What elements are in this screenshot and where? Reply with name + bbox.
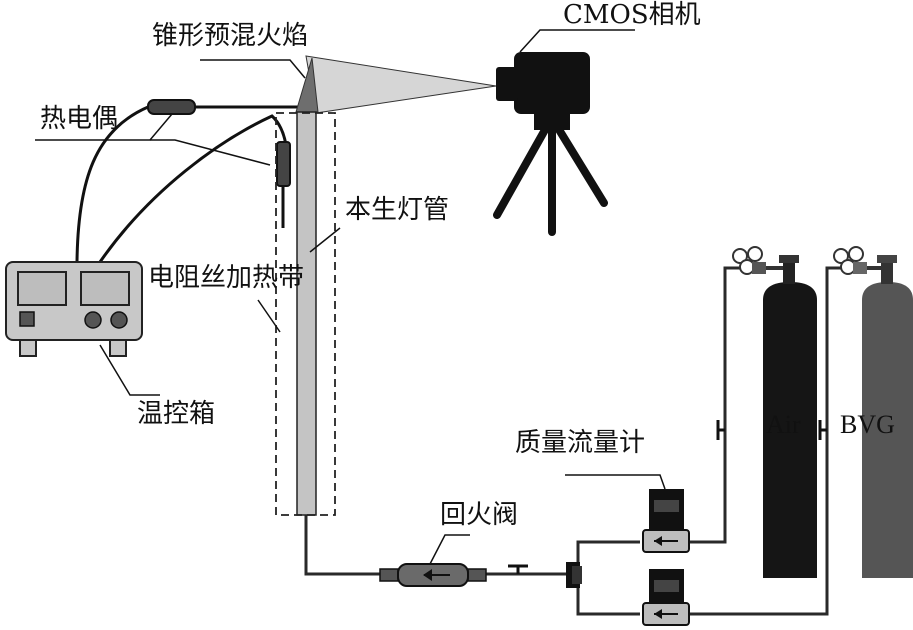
burner-tube-label: 本生灯管 bbox=[345, 195, 449, 225]
thermocouple-probe bbox=[276, 141, 291, 187]
tripod-head bbox=[534, 112, 570, 130]
thermocouple-label: 热电偶 bbox=[40, 104, 118, 134]
flame-label: 锥形预混火焰 bbox=[152, 21, 308, 51]
thermocouple-wires bbox=[75, 105, 300, 263]
air-line-valve bbox=[716, 420, 725, 440]
thermocouple-junction bbox=[147, 99, 196, 115]
camera-view-cone bbox=[305, 55, 497, 114]
temp-control-box bbox=[5, 261, 143, 357]
manifold-block-inner bbox=[572, 566, 582, 584]
knob-left bbox=[84, 311, 102, 329]
camera-tripod bbox=[493, 124, 608, 236]
mass-flow-controller-1 bbox=[642, 489, 690, 553]
display-right bbox=[80, 271, 130, 306]
heating-tape-label: 电阻丝加热带 bbox=[148, 263, 304, 293]
needle-valve bbox=[508, 564, 528, 574]
bvg-cylinder bbox=[833, 246, 913, 578]
camera-body bbox=[514, 52, 590, 114]
flashback-check-valve bbox=[379, 563, 487, 587]
bvg-line-valve bbox=[818, 420, 827, 440]
air-cylinder bbox=[732, 246, 817, 578]
leader-lines bbox=[35, 29, 666, 565]
bvg-label: BVG bbox=[840, 410, 895, 439]
flowmeter-label: 质量流量计 bbox=[515, 428, 645, 458]
camera-label: CMOS相机 bbox=[563, 0, 701, 30]
power-switch bbox=[19, 311, 35, 327]
check-valve-label: 回火阀 bbox=[440, 500, 518, 530]
knob-right bbox=[110, 311, 128, 329]
display-left bbox=[17, 271, 67, 306]
air-label: Air bbox=[766, 410, 801, 439]
burner-tube bbox=[296, 111, 317, 516]
camera-lens-mount bbox=[496, 67, 518, 101]
heating-tape-boundary bbox=[275, 112, 336, 516]
temp-box-label: 温控箱 bbox=[137, 399, 215, 429]
mass-flow-controller-2 bbox=[642, 569, 690, 626]
